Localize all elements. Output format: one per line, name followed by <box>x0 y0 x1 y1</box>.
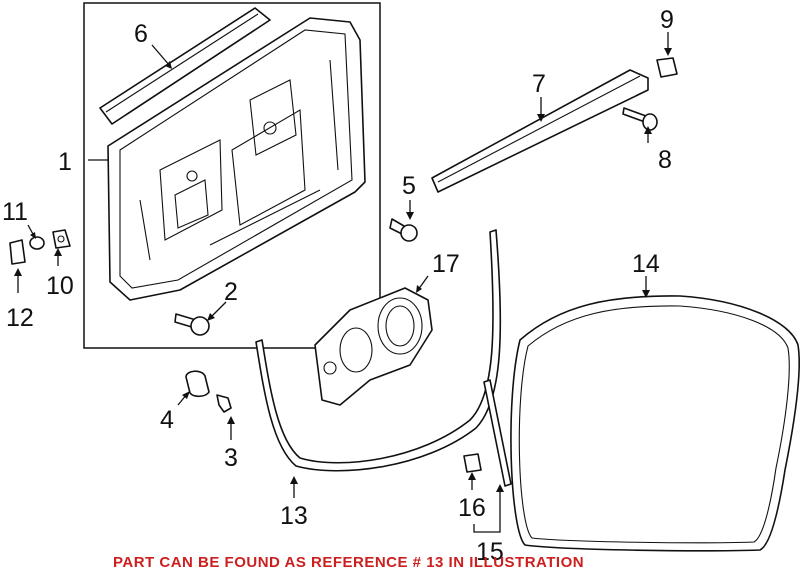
part-7-belt-seal <box>431 69 649 193</box>
part-3-screw <box>216 394 232 413</box>
part-12-cap <box>9 239 26 265</box>
part-4-plug <box>185 370 210 398</box>
callout-2: 2 <box>224 278 238 306</box>
part-8-bolt <box>622 107 658 131</box>
callout-5: 5 <box>402 172 416 200</box>
callout-9: 9 <box>660 6 674 34</box>
part-9-clip <box>656 57 678 78</box>
footer-note: PART CAN BE FOUND AS REFERENCE # 13 IN I… <box>113 554 584 571</box>
callout-13: 13 <box>280 502 308 530</box>
part-2-bolt <box>174 313 210 336</box>
callout-17: 17 <box>432 250 460 278</box>
callout-11: 11 <box>2 198 28 226</box>
callout-6: 6 <box>134 20 148 48</box>
leader-lines <box>14 32 672 533</box>
callout-16: 16 <box>458 494 486 522</box>
callout-7: 7 <box>532 70 546 98</box>
part-14-body-seal <box>510 295 800 552</box>
callout-3: 3 <box>224 444 238 472</box>
callout-8: 8 <box>658 146 672 174</box>
callout-10: 10 <box>46 272 74 300</box>
callout-14: 14 <box>632 250 660 278</box>
callout-4: 4 <box>160 406 174 434</box>
door-shell-inset-frame <box>83 2 381 349</box>
part-13-door-seal <box>255 229 502 472</box>
part-10-grommet <box>52 229 71 249</box>
part-5-bolt <box>389 218 418 242</box>
part-1-door-shell <box>107 17 366 301</box>
part-6-window-trim <box>99 7 271 125</box>
part-17-inner-panel <box>314 287 433 406</box>
part-15-seal-strip <box>483 379 512 487</box>
part-16-clip <box>463 453 482 473</box>
part-11-clip <box>29 236 45 250</box>
callout-12: 12 <box>6 304 34 332</box>
callout-1: 1 <box>58 148 72 176</box>
callout-15: 15 <box>476 538 504 566</box>
